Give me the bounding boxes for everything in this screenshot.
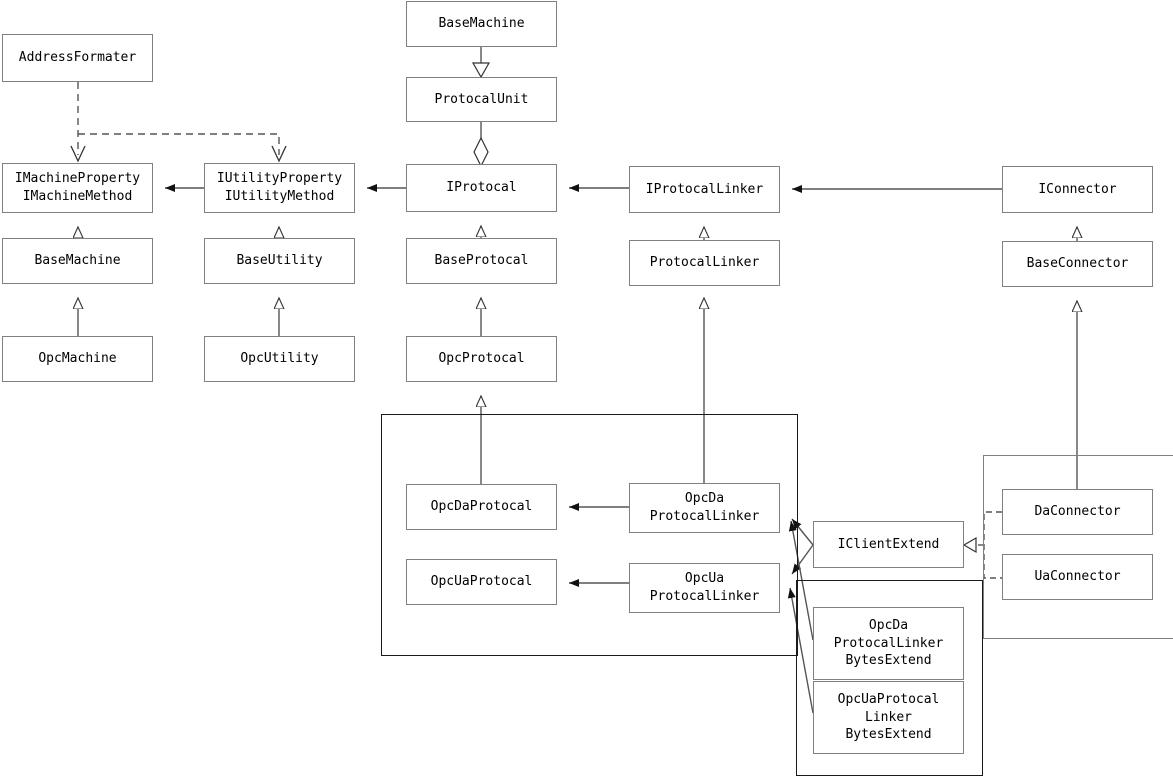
class-basemachine-top[interactable]: BaseMachine xyxy=(406,1,557,47)
class-opcuaprotocal[interactable]: OpcUaProtocal xyxy=(406,559,557,605)
interface-iprotocal[interactable]: IProtocal xyxy=(406,164,557,212)
class-opcdaprotocallinker[interactable]: OpcDa ProtocalLinker xyxy=(629,483,780,533)
interface-iclientextend[interactable]: IClientExtend xyxy=(813,521,964,568)
class-opcprotocal[interactable]: OpcProtocal xyxy=(406,336,557,382)
interface-iconnector[interactable]: IConnector xyxy=(1002,166,1153,213)
class-opcuaprotocallinker[interactable]: OpcUa ProtocalLinker xyxy=(629,563,780,613)
edge-addressformater-iutilityproperty xyxy=(78,133,280,155)
interface-imachineproperty[interactable]: IMachineProperty IMachineMethod xyxy=(2,163,153,213)
group-connector-package xyxy=(983,455,1173,639)
class-addressformater[interactable]: AddressFormater xyxy=(2,34,153,82)
class-uaconnector[interactable]: UaConnector xyxy=(1002,554,1153,600)
arrow-hollow-triangle-iclientextend xyxy=(962,536,977,554)
class-baseconnector[interactable]: BaseConnector xyxy=(1002,241,1153,287)
class-baseprotocal[interactable]: BaseProtocal xyxy=(406,238,557,284)
class-protocalunit[interactable]: ProtocalUnit xyxy=(406,77,557,122)
class-baseutility[interactable]: BaseUtility xyxy=(204,238,355,284)
class-opcutility[interactable]: OpcUtility xyxy=(204,336,355,382)
arrow-triangle-down-protocalunit xyxy=(471,62,491,79)
class-opcuaprotocallinkerbytesextend[interactable]: OpcUaProtocal Linker BytesExtend xyxy=(813,681,964,754)
class-basemachine[interactable]: BaseMachine xyxy=(2,238,153,284)
arrow-diamond-iprotocal xyxy=(473,136,489,168)
interface-iprotocallinker[interactable]: IProtocalLinker xyxy=(629,166,780,213)
class-opcdaprotocallinkerbytesextend[interactable]: OpcDa ProtocalLinker BytesExtend xyxy=(813,607,964,680)
class-daconnector[interactable]: DaConnector xyxy=(1002,489,1153,535)
class-protocallinker[interactable]: ProtocalLinker xyxy=(629,240,780,286)
arrow-open-iutilityproperty xyxy=(271,145,287,163)
class-opcmachine[interactable]: OpcMachine xyxy=(2,336,153,382)
class-opcdaprotocal[interactable]: OpcDaProtocal xyxy=(406,484,557,530)
group-protocal-linker-package xyxy=(381,414,798,656)
interface-iutilityproperty[interactable]: IUtilityProperty IUtilityMethod xyxy=(204,163,355,213)
arrow-open-imachineproperty xyxy=(70,145,86,163)
